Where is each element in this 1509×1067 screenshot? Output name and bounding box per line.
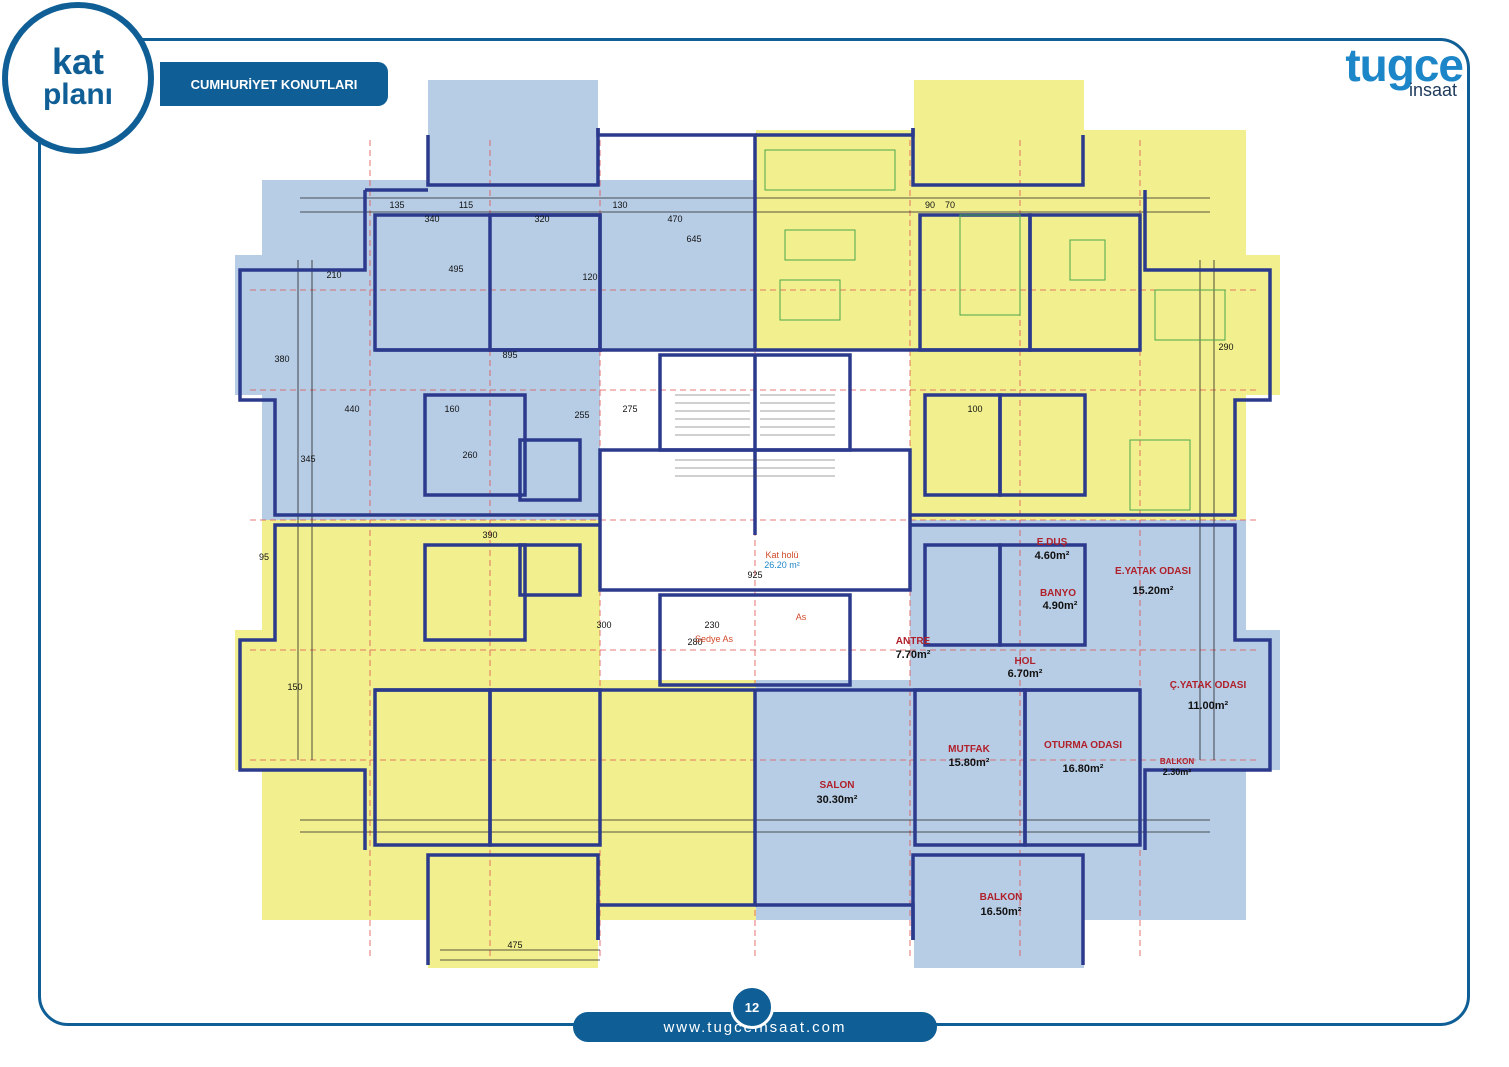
room-name: E.YATAK ODASI <box>1115 566 1191 577</box>
dim-label: 380 <box>274 354 289 364</box>
project-title: CUMHURİYET KONUTLARI <box>160 62 388 106</box>
room-name: SALON <box>820 780 855 791</box>
dim-label: 275 <box>622 404 637 414</box>
dim-label: 70 <box>945 200 955 210</box>
dim-label: 495 <box>448 264 463 274</box>
room-area: 15.80m² <box>949 757 990 769</box>
dim-label: 100 <box>967 404 982 414</box>
room-area: 15.20m² <box>1133 585 1174 597</box>
room-name: BALKON <box>1160 757 1194 766</box>
core-labels: Kat holü 26.20 m² As Sedye As <box>695 550 807 644</box>
room-area: 7.70m² <box>896 649 931 661</box>
room-name: E.DUŞ <box>1037 537 1068 548</box>
dim-label: 320 <box>534 214 549 224</box>
dim-label: 290 <box>1218 342 1233 352</box>
dim-label: 160 <box>444 404 459 414</box>
kat-holu-area: 26.20 m² <box>764 560 800 570</box>
badge-line2: planı <box>42 78 113 111</box>
dim-label: 90 <box>925 200 935 210</box>
room-area: 4.60m² <box>1035 550 1070 562</box>
room-area: 4.90m² <box>1043 600 1078 612</box>
dim-label: 440 <box>344 404 359 414</box>
room-labels: E.DUŞ 4.60m² E.YATAK ODASI 15.20m² BANYO… <box>817 537 1247 918</box>
kat-plani-badge: kat planı <box>2 2 154 154</box>
dim-label: 645 <box>686 234 701 244</box>
dim-label: 340 <box>424 214 439 224</box>
dimension-labels: 135 340 115 320 130 470 645 495 895 210 … <box>259 200 1234 950</box>
room-name: Ç.YATAK ODASI <box>1170 680 1247 691</box>
room-name: ANTRE <box>896 636 931 647</box>
dim-label: 255 <box>574 410 589 420</box>
room-name: OTURMA ODASI <box>1044 740 1122 751</box>
page-number: 12 <box>730 985 774 1029</box>
dim-label: 280 <box>687 637 702 647</box>
room-area: 16.80m² <box>1063 763 1104 775</box>
dim-label: 135 <box>389 200 404 210</box>
dim-label: 230 <box>704 620 719 630</box>
dim-label: 120 <box>582 272 597 282</box>
dim-label: 115 <box>459 200 473 210</box>
room-name: MUTFAK <box>948 744 990 755</box>
room-area: 2.30m² <box>1163 767 1192 777</box>
room-area: 11.00m² <box>1188 700 1229 712</box>
dim-label: 470 <box>667 214 682 224</box>
brand-name: tugce <box>1345 39 1464 91</box>
dim-label: 390 <box>482 530 497 540</box>
dim-label: 345 <box>300 454 315 464</box>
room-area: 6.70m² <box>1008 668 1043 680</box>
furniture-sketch <box>764 149 1226 511</box>
room-area: 16.50m² <box>981 906 1022 918</box>
dim-label: 95 <box>259 552 269 562</box>
dim-label: 475 <box>507 940 522 950</box>
room-name: BANYO <box>1040 588 1076 599</box>
dim-label: 150 <box>287 682 302 692</box>
dim-label: 895 <box>502 350 517 360</box>
badge-line1: kat <box>51 41 105 82</box>
room-area: 30.30m² <box>817 794 858 806</box>
dim-label: 300 <box>596 620 611 630</box>
stairs <box>675 394 835 477</box>
brand-logo: tugce insaat <box>1345 39 1464 101</box>
room-name: BALKON <box>980 892 1023 903</box>
dim-label: 210 <box>326 270 341 280</box>
brand-sub: insaat <box>1408 80 1457 100</box>
dim-label: 130 <box>612 200 627 210</box>
dim-label: 260 <box>462 450 477 460</box>
kat-holu-label: Kat holü <box>765 550 798 560</box>
room-name: HOL <box>1014 656 1035 667</box>
stretcher-elevator-label: Sedye As <box>695 634 734 644</box>
dim-label: 925 <box>747 570 762 580</box>
elevator-label: As <box>796 612 807 622</box>
